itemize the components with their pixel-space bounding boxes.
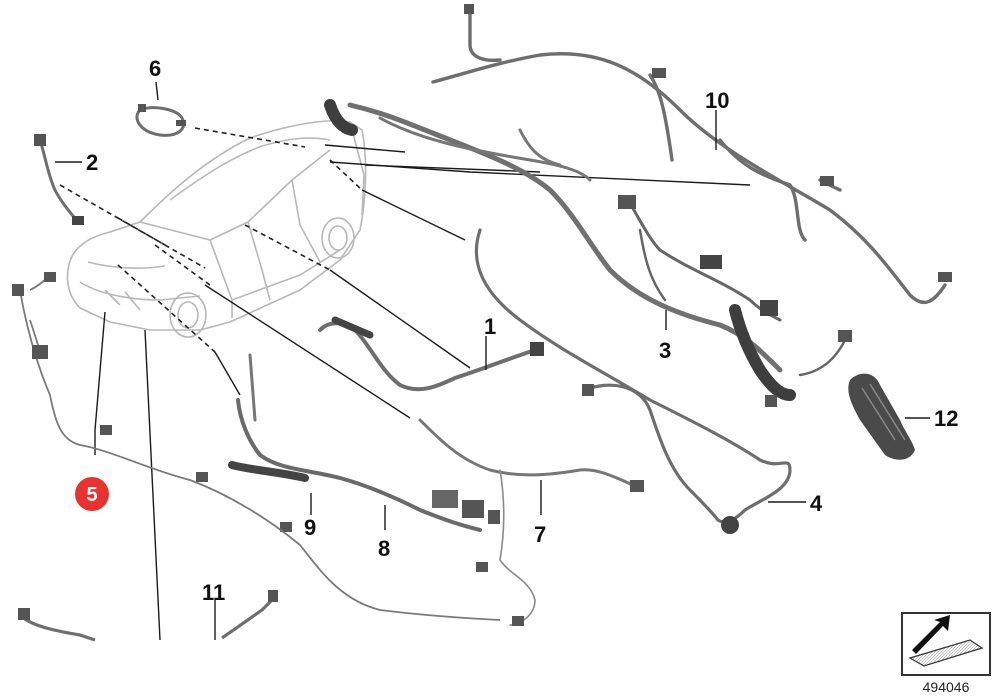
car-illustration: [66, 119, 367, 338]
callout-11: 11: [202, 580, 225, 605]
part-10-harness: [431, 4, 952, 305]
callout-10: 10: [705, 88, 729, 113]
part-1-harness: [318, 316, 544, 392]
part-12-grommet-boot: [848, 373, 915, 460]
reference-number: 494046: [923, 679, 970, 695]
part-8-harness: [196, 353, 644, 626]
callout-5-badge: [75, 477, 109, 511]
callout-2: 2: [86, 150, 98, 175]
callout-4: 4: [810, 491, 823, 516]
callout-7: 7: [534, 522, 546, 547]
callout-leaders: [55, 81, 930, 640]
part-5-cable: [12, 272, 501, 621]
callout-3: 3: [659, 338, 671, 363]
part-3-main-harness: [324, 99, 852, 407]
callout-6: 6: [149, 56, 161, 81]
car-leader-lines: [59, 127, 363, 353]
navigation-arrow-icon: [901, 612, 991, 676]
part-6-ground-strap: [135, 104, 186, 137]
part-4-cable: [474, 228, 792, 534]
callout-5: 5: [86, 484, 97, 506]
callout-9: 9: [304, 515, 316, 540]
part-2-sensor-cable: [34, 134, 84, 225]
callout-12: 12: [934, 406, 958, 431]
callout-1: 1: [484, 314, 496, 339]
callout-8: 8: [378, 536, 390, 561]
part-11-harness: [18, 590, 278, 642]
part-leader-lines: [94, 144, 751, 641]
